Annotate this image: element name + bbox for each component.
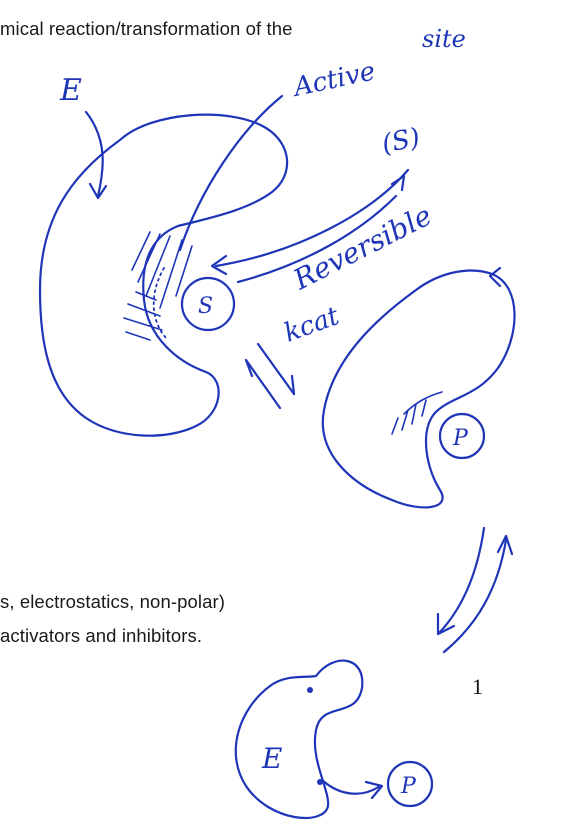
e-pointer-arrow xyxy=(86,112,103,196)
hw-product-free: P xyxy=(400,774,417,799)
hw-kcat: kcat xyxy=(280,301,344,349)
hw-site: site xyxy=(422,25,466,53)
hw-active: Active xyxy=(289,56,378,103)
substrate-arrow-out-head xyxy=(392,176,404,190)
release-arrow xyxy=(322,780,380,794)
enzyme-product-outline xyxy=(323,271,515,508)
hw-enzyme-top: E xyxy=(59,73,82,108)
hw-enzyme-bottom: E xyxy=(261,742,282,775)
enzyme-top-outline xyxy=(40,115,287,436)
active-site-leader-line xyxy=(180,96,282,250)
hw-substrate-bound: S xyxy=(198,294,213,319)
active-site-hatching xyxy=(124,232,192,340)
product-pocket-mark-4 xyxy=(422,400,426,416)
hw-substrate-label: (S) xyxy=(379,123,423,160)
equilibrium-harpoon-1 xyxy=(258,344,294,394)
release-arrow-up xyxy=(444,540,506,652)
enzyme-bottom-outline xyxy=(236,661,363,818)
hw-product-bound: P xyxy=(452,426,469,451)
product-pocket-mark-1 xyxy=(392,418,398,434)
release-dot-top xyxy=(307,687,313,693)
hw-reversible: Reversible xyxy=(287,199,437,297)
